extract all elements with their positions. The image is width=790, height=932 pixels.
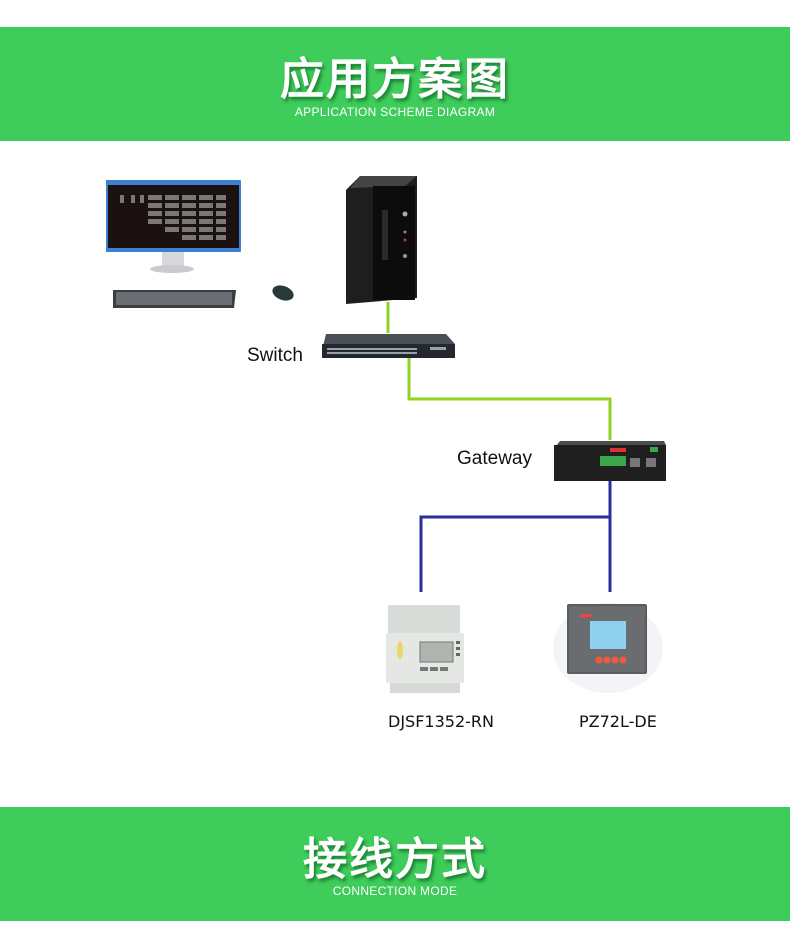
- meter-djsf1352-label: DJSF1352-RN: [388, 712, 494, 731]
- banner-title-cn: 接线方式: [303, 834, 487, 885]
- gateway-label: Gateway: [457, 448, 532, 469]
- banner-title-cn: 应用方案图: [280, 54, 510, 105]
- gateway-icon: [554, 441, 666, 481]
- meter-pz72l-label: PZ72L-DE: [579, 712, 657, 731]
- server-icon: [346, 176, 417, 304]
- banner-title-en: CONNECTION MODE: [332, 884, 458, 898]
- banner-title-en: APPLICATION SCHEME DIAGRAM: [294, 105, 496, 119]
- link-switch-gateway: [407, 357, 612, 440]
- switch-icon: [322, 334, 455, 358]
- meter-djsf1352-icon: [386, 605, 464, 693]
- banner-application-scheme: 应用方案图 APPLICATION SCHEME DIAGRAM: [0, 27, 790, 141]
- meter-pz72l-icon: [553, 603, 663, 693]
- link-gateway-meter1: [419, 480, 612, 592]
- banner-connection-mode: 接线方式 CONNECTION MODE: [0, 807, 790, 921]
- workstation-icon: [106, 180, 294, 308]
- switch-label: Switch: [247, 345, 303, 366]
